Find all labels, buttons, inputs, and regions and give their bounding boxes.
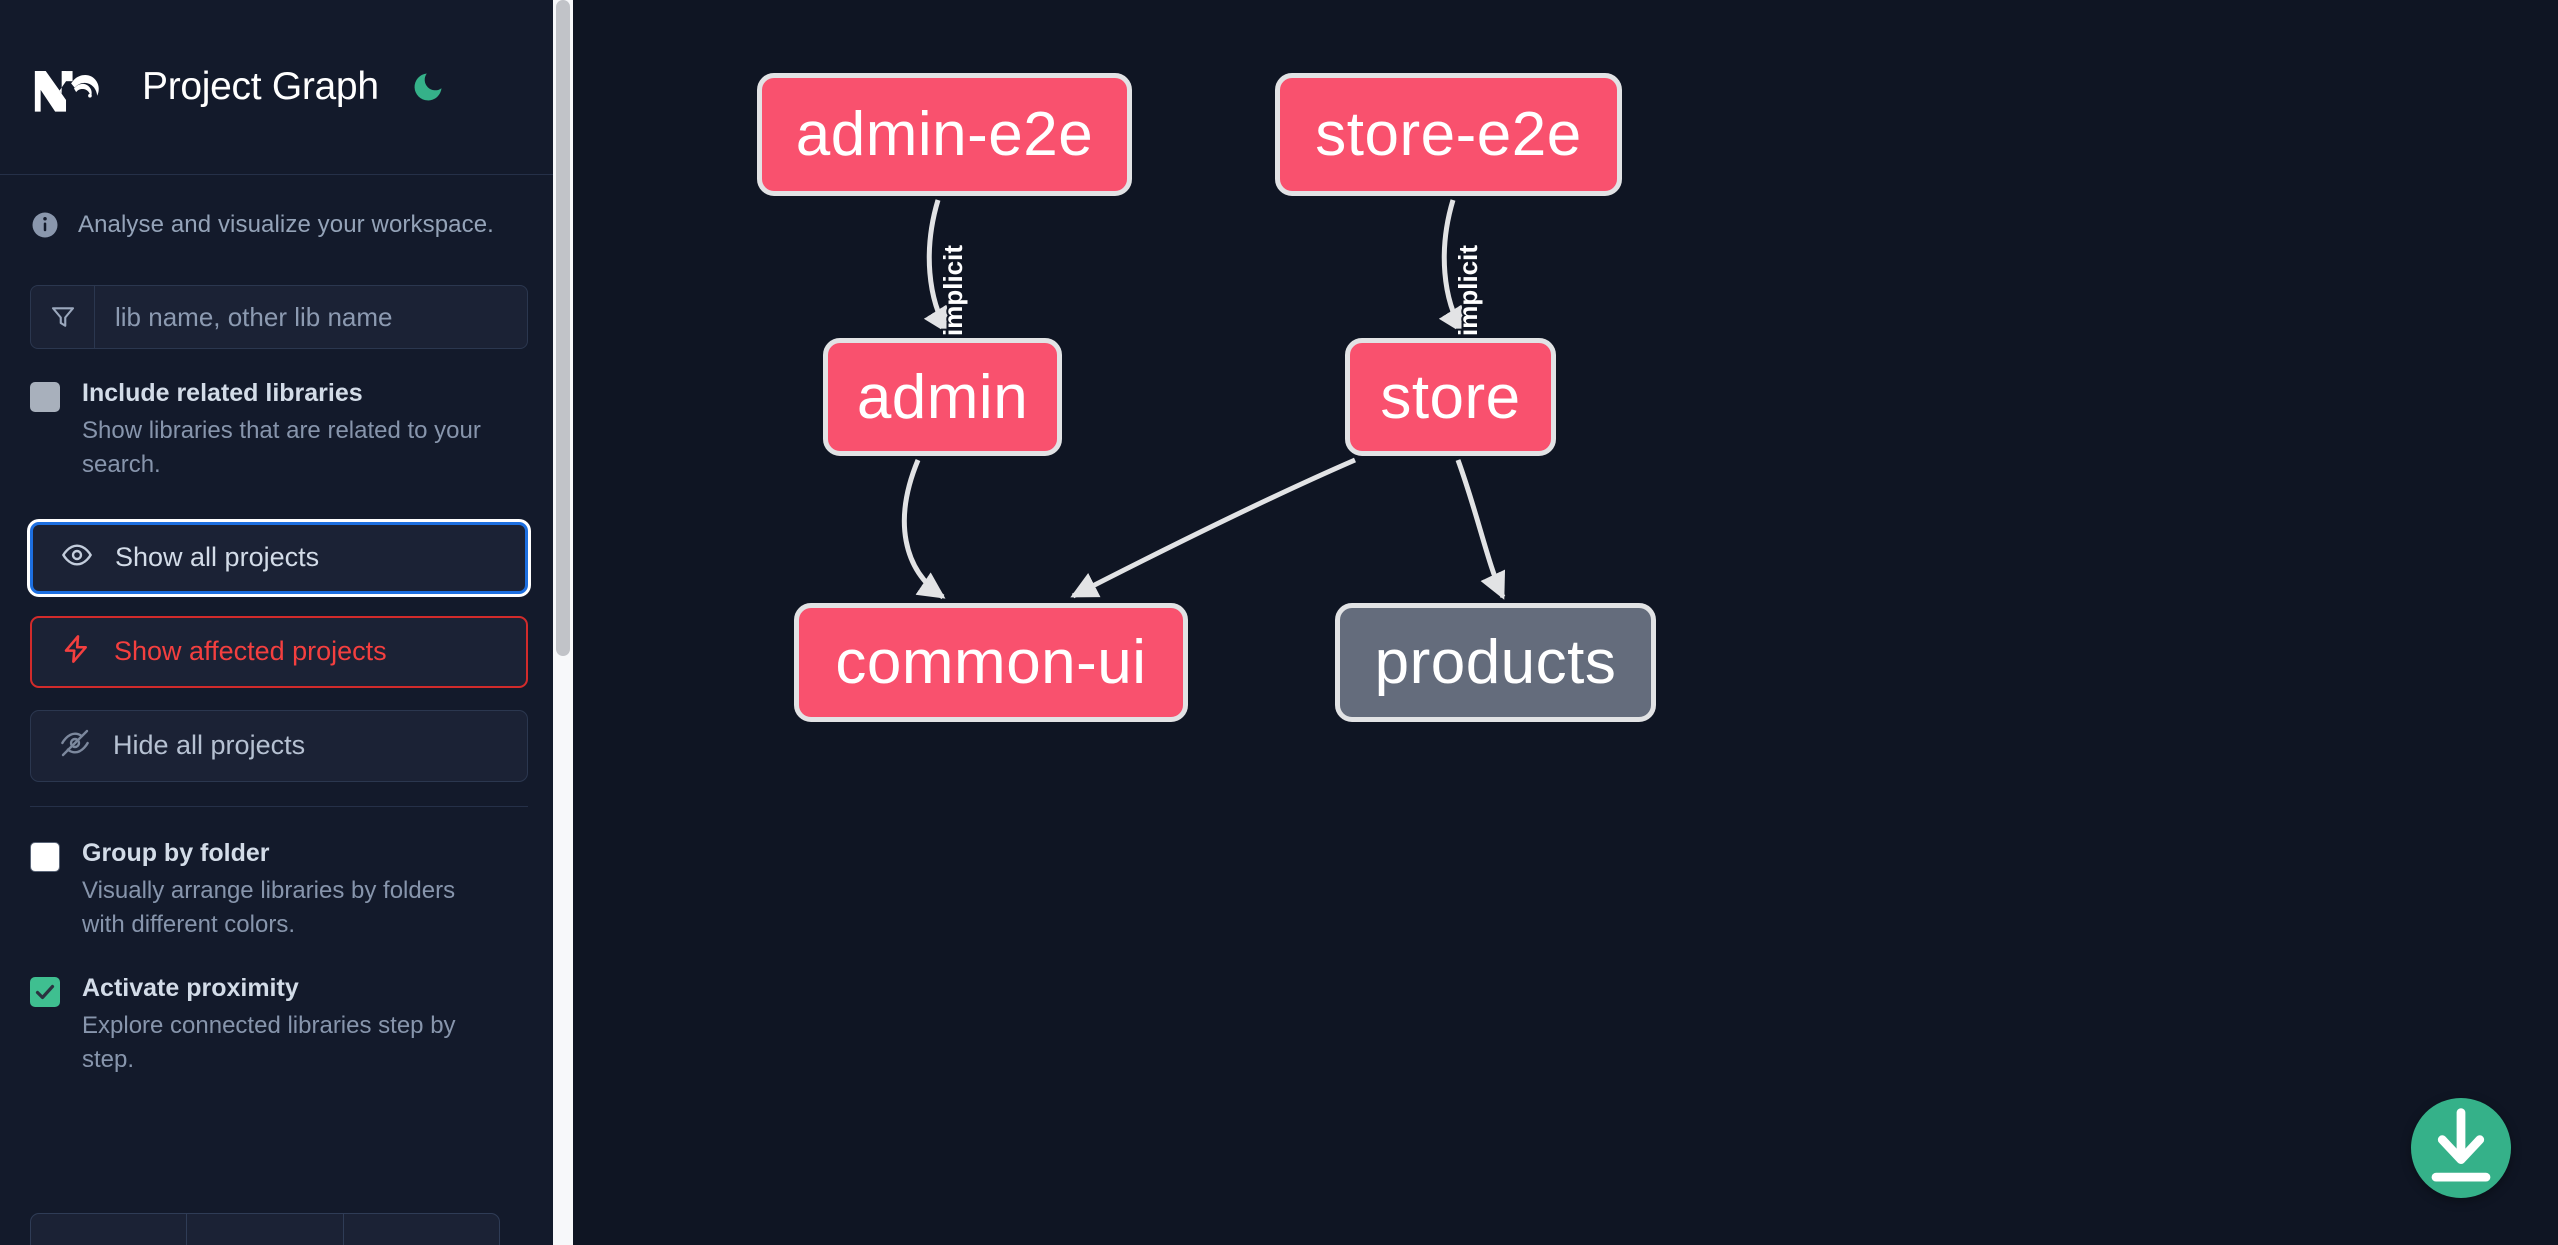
option-group-by-folder[interactable]: Group by folder Visually arrange librari… (0, 837, 558, 942)
edge-admin-to-common-ui (901, 459, 946, 600)
eye-off-icon (59, 727, 91, 764)
graph-node-admin[interactable]: admin (823, 338, 1062, 456)
sidebar: Project Graph Analyse and visualize your… (0, 0, 573, 1245)
button-label: Show all projects (115, 542, 320, 573)
info-icon (30, 210, 60, 240)
sidebar-scrollbar[interactable] (553, 0, 573, 1245)
sidebar-scrollbar-thumb[interactable] (556, 0, 570, 656)
checkbox-include-related-libraries[interactable] (30, 382, 60, 412)
lightning-icon (60, 633, 92, 670)
button-label: Show affected projects (114, 636, 387, 667)
edge-store-to-products (1455, 459, 1506, 600)
sidebar-divider (30, 805, 528, 807)
visibility-button-group: Show all projects Show affected projects (0, 521, 558, 782)
eye-icon (61, 539, 93, 576)
button-label: Hide all projects (113, 730, 306, 761)
graph-node-common-ui[interactable]: common-ui (794, 603, 1188, 722)
option-label: Include related libraries (82, 379, 363, 407)
graph-canvas[interactable]: implicit implicit admin-e2e store-e2e ad… (573, 0, 2558, 1245)
show-affected-projects-button[interactable]: Show affected projects (30, 615, 528, 688)
edge-admin-e2e-to-admin (923, 199, 951, 335)
search-section (0, 285, 558, 349)
search-input[interactable] (95, 286, 527, 348)
show-all-projects-button[interactable]: Show all projects (30, 521, 528, 594)
filter-funnel-icon[interactable] (31, 286, 95, 348)
option-label: Group by folder (82, 838, 270, 867)
graph-node-admin-e2e[interactable]: admin-e2e (757, 73, 1132, 196)
sidebar-header: Project Graph (0, 0, 558, 175)
option-include-related-libraries[interactable]: Include related libraries Show libraries… (0, 377, 558, 482)
option-label: Activate proximity (82, 973, 299, 1002)
edge-store-e2e-to-store (1438, 199, 1466, 335)
download-graph-button[interactable] (2411, 1098, 2511, 1198)
text-filter-segmented-control[interactable] (30, 1213, 500, 1245)
moon-icon[interactable] (407, 66, 449, 108)
nx-logo-icon (30, 58, 118, 116)
graph-edges (901, 199, 1506, 600)
info-text: Analyse and visualize your workspace. (78, 211, 494, 238)
graph-node-products[interactable]: products (1335, 603, 1656, 722)
segment-1[interactable] (31, 1214, 188, 1245)
option-description: Explore connected libraries step by step… (82, 1011, 456, 1073)
search-box[interactable] (30, 285, 528, 349)
hide-all-projects-button[interactable]: Hide all projects (30, 709, 528, 782)
checkbox-activate-proximity[interactable] (30, 976, 60, 1007)
segment-3[interactable] (344, 1214, 499, 1245)
graph-node-store[interactable]: store (1345, 338, 1556, 456)
graph-node-store-e2e[interactable]: store-e2e (1275, 73, 1622, 196)
option-description: Visually arrange libraries by folders wi… (82, 876, 456, 938)
edge-store-to-common-ui (1070, 457, 1356, 599)
segment-2[interactable] (187, 1214, 344, 1245)
info-banner: Analyse and visualize your workspace. (0, 175, 558, 275)
option-description: Show libraries that are related to your … (82, 416, 481, 478)
option-activate-proximity[interactable]: Activate proximity Explore connected lib… (0, 972, 558, 1077)
sidebar-content: Project Graph Analyse and visualize your… (0, 0, 558, 1245)
page-title: Project Graph (142, 65, 379, 108)
checkbox-group-by-folder[interactable] (30, 841, 60, 872)
